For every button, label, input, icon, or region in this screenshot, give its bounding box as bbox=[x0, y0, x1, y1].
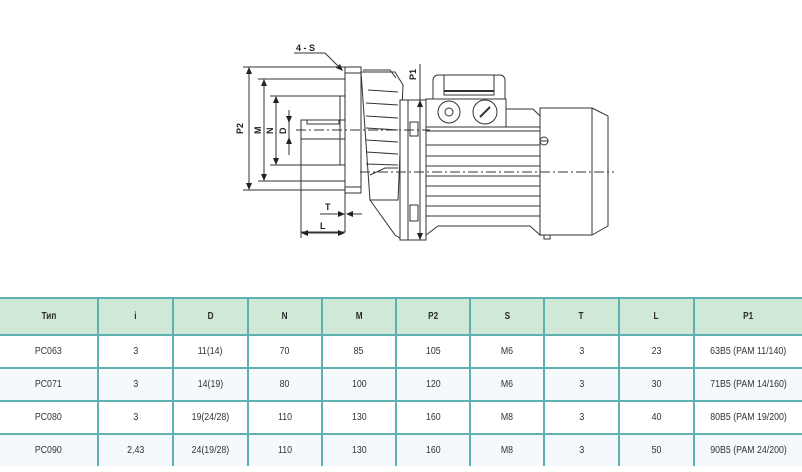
header-n: N bbox=[247, 297, 323, 336]
header-p2: P2 bbox=[395, 297, 471, 336]
cell-ratio: 3 bbox=[97, 400, 174, 435]
cell-p1: 80B5 (PAM 19/200) bbox=[693, 400, 802, 435]
cell-l: 23 bbox=[618, 334, 695, 369]
specification-table: Тип i D N M P2 S T L P1 PC063 3 11(14) 7… bbox=[0, 297, 802, 466]
header-ratio: i bbox=[97, 297, 174, 336]
label-t: T bbox=[325, 202, 331, 212]
cell-s: M8 bbox=[469, 400, 545, 435]
cell-ratio: 2,43 bbox=[97, 433, 174, 466]
label-m: M bbox=[253, 127, 263, 135]
cell-p1: 90B5 (PAM 24/200) bbox=[693, 433, 802, 466]
motor-body bbox=[425, 74, 609, 240]
cell-d: 19(24/28) bbox=[172, 400, 249, 435]
cell-n: 80 bbox=[247, 367, 323, 402]
cell-type: PC071 bbox=[0, 367, 99, 402]
cell-p2: 160 bbox=[395, 400, 471, 435]
header-t: T bbox=[543, 297, 620, 336]
cell-m: 130 bbox=[321, 433, 397, 466]
cell-p2: 105 bbox=[395, 334, 471, 369]
cell-type: PC090 bbox=[0, 433, 99, 466]
label-l: L bbox=[320, 221, 326, 231]
cell-p2: 160 bbox=[395, 433, 471, 466]
header-m: M bbox=[321, 297, 397, 336]
label-p2: P2 bbox=[235, 123, 245, 134]
cell-n: 70 bbox=[247, 334, 323, 369]
table-row: PC080 3 19(24/28) 110 130 160 M8 3 40 80… bbox=[0, 400, 802, 435]
cell-l: 40 bbox=[618, 400, 695, 435]
cell-s: M6 bbox=[469, 334, 545, 369]
cell-n: 110 bbox=[247, 400, 323, 435]
cell-p2: 120 bbox=[395, 367, 471, 402]
cell-t: 3 bbox=[543, 433, 620, 466]
technical-drawing: 4 - S P2 M N D T L P1 bbox=[235, 43, 614, 241]
table-row: PC071 3 14(19) 80 100 120 M6 3 30 71B5 (… bbox=[0, 367, 802, 402]
cell-m: 130 bbox=[321, 400, 397, 435]
header-type: Тип bbox=[0, 297, 99, 336]
reducer-flange bbox=[300, 66, 362, 233]
cell-m: 85 bbox=[321, 334, 397, 369]
cell-t: 3 bbox=[543, 367, 620, 402]
cell-type: PC063 bbox=[0, 334, 99, 369]
center-lines bbox=[296, 129, 614, 173]
table-header-row: Тип i D N M P2 S T L P1 bbox=[0, 297, 802, 336]
cell-l: 30 bbox=[618, 367, 695, 402]
cell-l: 50 bbox=[618, 433, 695, 466]
table-row: PC090 2,43 24(19/28) 110 130 160 M8 3 50… bbox=[0, 433, 802, 466]
cell-t: 3 bbox=[543, 400, 620, 435]
dimension-arrows bbox=[246, 64, 423, 240]
cell-ratio: 3 bbox=[97, 334, 174, 369]
gear-housing bbox=[360, 69, 404, 241]
cell-ratio: 3 bbox=[97, 367, 174, 402]
header-p1: P1 bbox=[693, 297, 802, 336]
header-s: S bbox=[469, 297, 545, 336]
label-p1: P1 bbox=[408, 69, 418, 80]
cell-p1: 71B5 (PAM 14/160) bbox=[693, 367, 802, 402]
table-row: PC063 3 11(14) 70 85 105 M6 3 23 63B5 (P… bbox=[0, 334, 802, 369]
label-n: N bbox=[265, 128, 275, 135]
cell-s: M6 bbox=[469, 367, 545, 402]
motor-flange bbox=[399, 99, 427, 241]
cell-d: 24(19/28) bbox=[172, 433, 249, 466]
label-bolts: 4 - S bbox=[296, 43, 315, 53]
cell-m: 100 bbox=[321, 367, 397, 402]
cell-type: PC080 bbox=[0, 400, 99, 435]
cell-s: M8 bbox=[469, 433, 545, 466]
header-d: D bbox=[172, 297, 249, 336]
cell-d: 14(19) bbox=[172, 367, 249, 402]
cell-d: 11(14) bbox=[172, 334, 249, 369]
cell-p1: 63B5 (PAM 11/140) bbox=[693, 334, 802, 369]
cell-t: 3 bbox=[543, 334, 620, 369]
label-d: D bbox=[278, 127, 288, 134]
cell-n: 110 bbox=[247, 433, 323, 466]
header-l: L bbox=[618, 297, 695, 336]
